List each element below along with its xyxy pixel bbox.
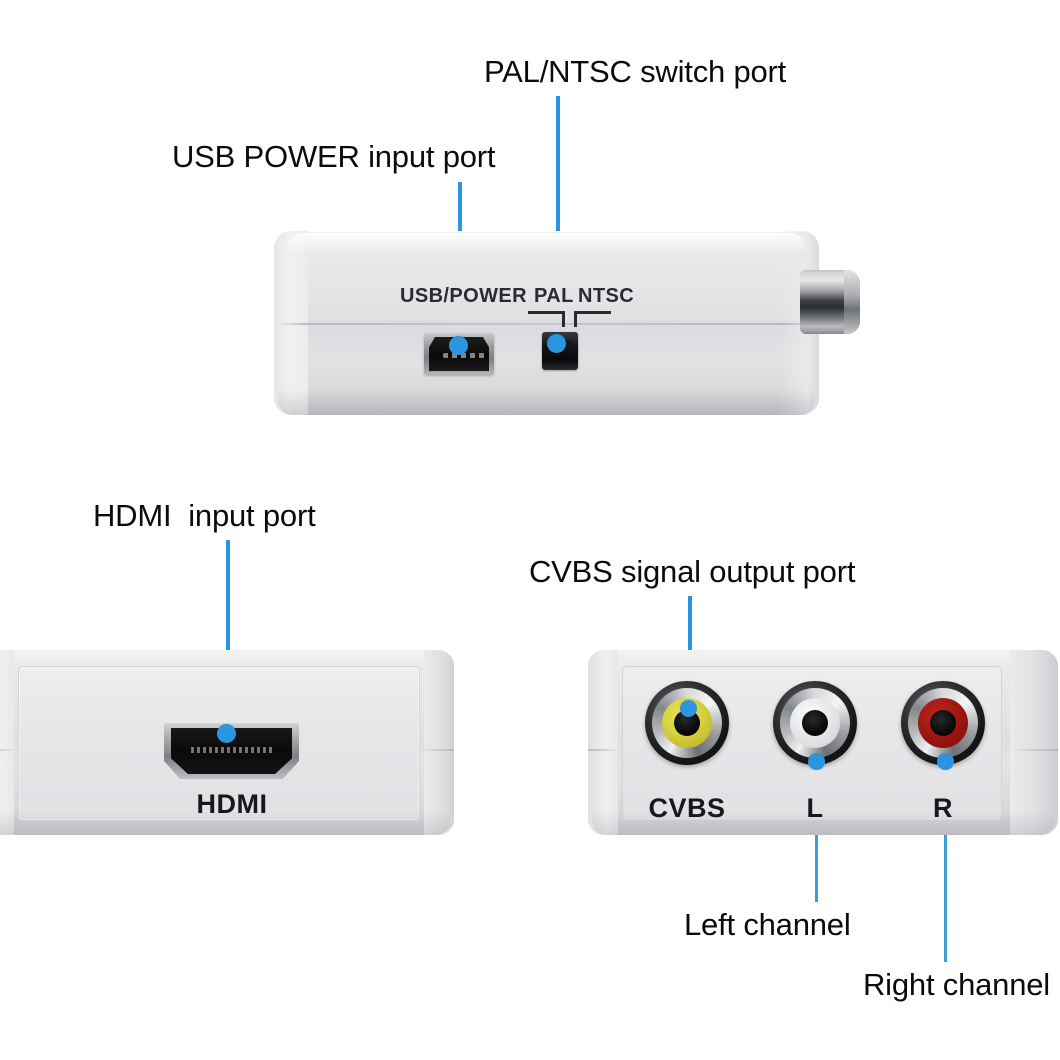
silkscreen-cvbs: CVBS [648, 793, 726, 823]
right-jack-hole [930, 710, 956, 736]
pal-bracket-mark [528, 311, 565, 327]
leader-line-hdmi [226, 540, 230, 732]
hdmi-left-edge [0, 650, 14, 835]
silkscreen-left: L [806, 793, 824, 823]
anchor-dot-pal-ntsc [547, 334, 566, 353]
device-hdmi-panel [0, 650, 454, 835]
anchor-dot-right-channel [937, 753, 954, 770]
device-top-highlight [288, 233, 805, 253]
hdmi-seam-left [0, 749, 18, 751]
annotation-label-usb-power: USB POWER input port [172, 139, 496, 174]
av-left-edge [588, 650, 618, 835]
pal-ntsc-switch[interactable] [542, 332, 578, 370]
annotation-label-right-channel: Right channel [863, 967, 1050, 1002]
silkscreen-ntsc: NTSC [578, 285, 635, 307]
silkscreen-hdmi: HDMI [196, 789, 268, 819]
anchor-dot-left-channel [808, 753, 825, 770]
anchor-dot-cvbs [680, 700, 697, 717]
device-side-panel [274, 231, 819, 415]
hdmi-bottom-shadow [0, 811, 450, 835]
ntsc-bracket-mark [574, 311, 611, 327]
leader-line-pal-ntsc [556, 96, 560, 342]
mini-usb-pins [443, 353, 485, 358]
hdmi-right-edge [424, 650, 454, 835]
av-seam-left [588, 749, 622, 751]
hdmi-pin-row [191, 747, 272, 753]
av-seam-right [1008, 749, 1058, 751]
left-jack[interactable] [773, 681, 857, 765]
silkscreen-right: R [933, 793, 953, 823]
silkscreen-usb-power: USB/POWER [400, 285, 527, 307]
hdmi-seam-right [420, 749, 454, 751]
left-jack-hole [802, 710, 828, 736]
rca-jack-barrel [800, 270, 860, 334]
av-bottom-shadow [592, 811, 1054, 835]
annotation-label-left-channel: Left channel [684, 907, 851, 942]
anchor-dot-hdmi [217, 724, 236, 743]
annotation-label-pal-ntsc: PAL/NTSC switch port [484, 54, 787, 89]
rca-barrel-cap [844, 270, 860, 334]
annotation-label-hdmi-input: HDMI input port [93, 498, 316, 533]
device-shell-seam [276, 323, 817, 325]
right-jack[interactable] [901, 681, 985, 765]
annotation-label-cvbs-output: CVBS signal output port [529, 554, 856, 589]
device-bottom-shadow [278, 389, 815, 415]
leader-line-right-channel [944, 762, 947, 962]
silkscreen-pal: PAL [534, 285, 574, 307]
anchor-dot-usb-power [449, 336, 468, 355]
av-right-edge [1010, 650, 1058, 835]
cvbs-jack[interactable] [645, 681, 729, 765]
